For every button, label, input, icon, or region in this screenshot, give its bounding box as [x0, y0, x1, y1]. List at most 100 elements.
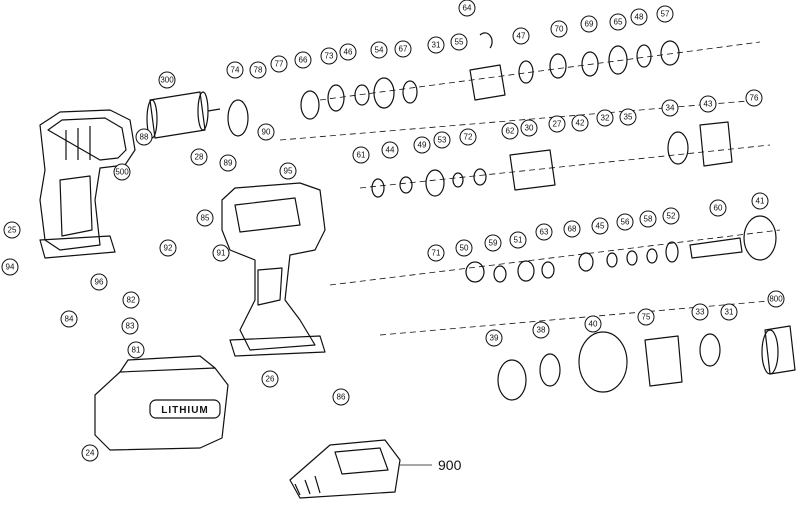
callout-number: 800 [769, 295, 783, 304]
callout-circle [294, 51, 312, 69]
callout-number: 68 [568, 225, 577, 234]
callout-circle [619, 108, 637, 126]
callout-number: 56 [621, 218, 630, 227]
callout-circle [520, 119, 538, 137]
callout-76: 76 [745, 89, 763, 107]
callout-61: 61 [352, 146, 370, 164]
callout-circle [532, 321, 550, 339]
callout-circle [584, 315, 602, 333]
callout-70: 70 [550, 20, 568, 38]
callout-circle [381, 141, 399, 159]
callout-number: 78 [254, 66, 263, 75]
battery-label: LITHIUM [161, 405, 209, 416]
callout-48: 48 [630, 8, 648, 26]
callout-circle [720, 303, 738, 321]
callout-circle [751, 192, 769, 210]
callout-number: 60 [714, 204, 723, 213]
callout-circle [656, 5, 674, 23]
callout-circle [81, 444, 99, 462]
callout-number: 45 [596, 222, 605, 231]
callout-number: 57 [661, 10, 670, 19]
callout-32: 32 [596, 109, 614, 127]
callout-number: 82 [127, 296, 136, 305]
callout-number: 54 [375, 46, 384, 55]
callout-92: 92 [159, 239, 177, 257]
callout-number: 70 [555, 25, 564, 34]
callout-90: 90 [257, 123, 275, 141]
callout-circle [485, 329, 503, 347]
callout-number: 76 [750, 94, 759, 103]
callout-circle [196, 209, 214, 227]
callout-number: 72 [464, 133, 473, 142]
charger: 900 [289, 439, 462, 499]
callout-number: 71 [432, 249, 441, 258]
callout-circle [509, 231, 527, 249]
callout-55: 55 [450, 33, 468, 51]
callout-40: 40 [584, 315, 602, 333]
callout-number: 34 [666, 104, 675, 113]
callout-number: 32 [601, 114, 610, 123]
callout-number: 92 [164, 244, 173, 253]
callout-41: 41 [751, 192, 769, 210]
callout-89: 89 [219, 154, 237, 172]
callout-circle [370, 41, 388, 59]
callout-circle [159, 239, 177, 257]
callout-number: 31 [725, 308, 734, 317]
callout-65: 65 [609, 13, 627, 31]
callout-circle [249, 61, 267, 79]
callout-circle [394, 40, 412, 58]
callout-circle [450, 33, 468, 51]
callout-64: 64 [458, 0, 476, 17]
callout-circle [270, 55, 288, 73]
callout-71: 71 [427, 244, 445, 262]
callout-circle [90, 273, 108, 291]
callout-57: 57 [656, 5, 674, 23]
callout-number: 300 [160, 76, 174, 85]
callout-69: 69 [580, 15, 598, 33]
callout-number: 67 [399, 45, 408, 54]
callout-number: 26 [266, 375, 275, 384]
callout-number: 61 [357, 151, 366, 160]
callout-800: 800 [767, 290, 785, 308]
callout-circle [616, 213, 634, 231]
callout-number: 27 [553, 120, 562, 129]
battery-pack: LITHIUM [94, 355, 229, 451]
callout-number: 46 [344, 48, 353, 57]
callout-number: 75 [642, 313, 651, 322]
callout-83: 83 [121, 317, 139, 335]
callout-circle [548, 115, 566, 133]
callout-number: 58 [644, 215, 653, 224]
callout-28: 28 [190, 148, 208, 166]
callout-number: 59 [489, 239, 498, 248]
callout-circle [261, 370, 279, 388]
callout-circle [535, 223, 553, 241]
callout-circle [639, 210, 657, 228]
callout-circle [580, 15, 598, 33]
callout-circle [459, 128, 477, 146]
callout-56: 56 [616, 213, 634, 231]
callout-circle [279, 162, 297, 180]
callout-58: 58 [639, 210, 657, 228]
callout-number: 41 [756, 197, 765, 206]
callout-46: 46 [339, 43, 357, 61]
assembly-axis-lower [329, 229, 781, 286]
callout-74: 74 [226, 61, 244, 79]
callout-24: 24 [81, 444, 99, 462]
callout-circle [121, 317, 139, 335]
callout-96: 96 [90, 273, 108, 291]
assembly-axis-bottom [379, 299, 781, 336]
callout-circle [122, 291, 140, 309]
callout-circle [320, 47, 338, 65]
callout-42: 42 [571, 114, 589, 132]
callout-number: 500 [115, 168, 129, 177]
callout-number: 47 [517, 32, 526, 41]
callout-26: 26 [261, 370, 279, 388]
callout-54: 54 [370, 41, 388, 59]
callout-number: 81 [132, 346, 141, 355]
callout-34: 34 [661, 99, 679, 117]
callout-52: 52 [662, 207, 680, 225]
callout-number: 51 [514, 236, 523, 245]
